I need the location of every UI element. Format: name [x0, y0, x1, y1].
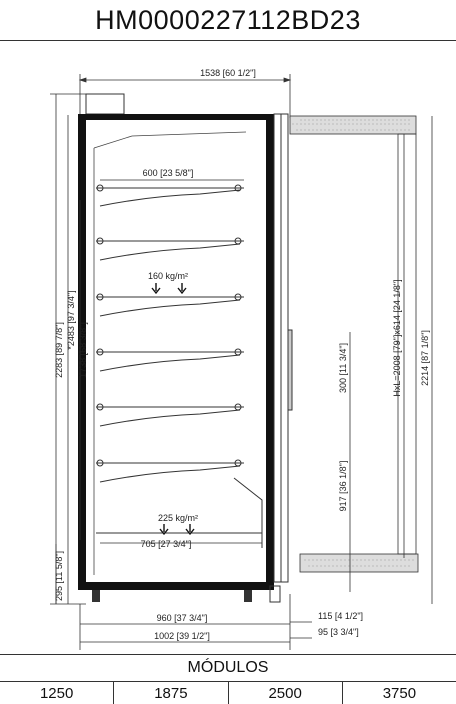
shelves — [96, 184, 263, 548]
top-unit — [85, 93, 125, 115]
dim-height-2214: 2214 [87 1/8"] — [420, 330, 430, 386]
dim-height-300: 300 [11 3/4"] — [338, 343, 348, 393]
shelf-3 — [96, 293, 244, 317]
dim-total-width — [78, 74, 292, 118]
shelf-2 — [96, 237, 244, 261]
dim-height-295: 295 [11 5/8"] — [54, 551, 64, 601]
right-dims — [349, 116, 433, 604]
module-1250: 1250 — [0, 682, 115, 704]
cabinet-feet — [92, 585, 281, 603]
dim-base-depth-label: 705 [27 3/4"] — [141, 539, 192, 549]
base-deck — [96, 477, 263, 548]
shelf-5 — [96, 403, 244, 427]
dim-height-2483: *2483 [97 3/4"] — [66, 290, 76, 349]
ceiling-section — [289, 115, 417, 135]
left-dims — [50, 93, 86, 605]
module-3750: 3750 — [382, 684, 417, 702]
dim-total-width-label: 1538 [60 1/2"] — [200, 68, 256, 78]
dim-shelf-depth-label: 600 [23 5/8"] — [143, 168, 194, 178]
modules-label: MÓDULOS — [0, 654, 456, 682]
dim-height-917: 917 [36 1/8"] — [338, 461, 348, 512]
module-1875: 1875 — [114, 682, 229, 704]
dim-depth-1002: 1002 [39 1/2"] — [154, 631, 210, 641]
dim-depth-960: 960 [37 3/4"] — [157, 613, 208, 623]
door-frame — [273, 113, 293, 583]
shelf-6 — [96, 459, 244, 483]
dim-95: 95 [3 3/4"] — [318, 627, 359, 637]
door-panel — [397, 133, 417, 555]
drawing-title: HM0000227112BD23 — [0, 0, 456, 41]
base-load-label: 225 kg/m² — [158, 513, 198, 523]
cabinet-side-view: 1538 [60 1/2"] — [50, 68, 433, 650]
shelf-4 — [96, 348, 244, 372]
dim-115: 115 [4 1/2"] — [318, 611, 363, 621]
shelf-load-label: 160 kg/m² — [148, 271, 188, 281]
shelf-load-arrows — [151, 283, 187, 295]
modules-row: 1250 1875 2500 3750 — [0, 682, 456, 704]
shelf-1 — [96, 184, 244, 207]
dim-door-size: HxL=2008 [79"]x614 [24 1/8"] — [392, 279, 402, 396]
floor-section — [299, 553, 419, 573]
module-2500: 2500 — [229, 682, 343, 704]
modules-table: MÓDULOS 1250 1875 2500 3750 — [0, 654, 456, 704]
dim-height-2283: 2283 [89 7/8"] — [54, 322, 64, 378]
base-load-arrows — [159, 524, 195, 536]
bottom-dims — [79, 594, 312, 650]
dim-height-1738: 1738 [68 3/8"] — [78, 322, 88, 378]
